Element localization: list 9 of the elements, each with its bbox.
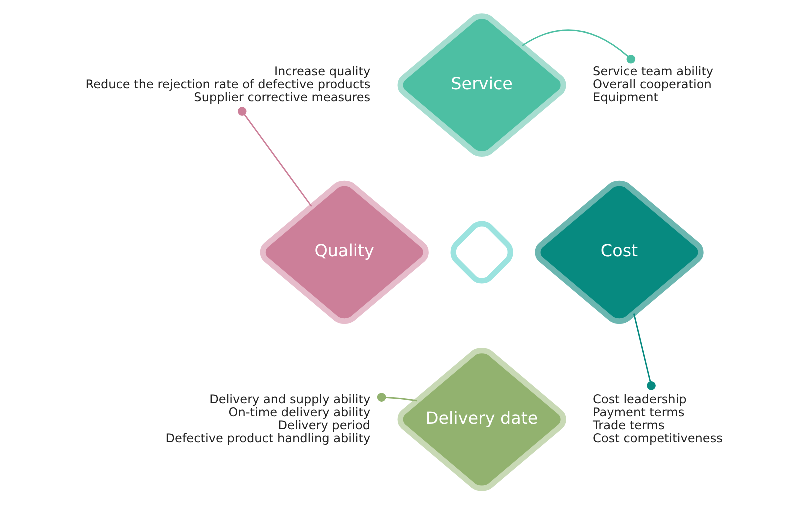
connector [377, 393, 418, 402]
node-diamond [450, 221, 514, 284]
node-text: Delivery and supply ability On-time delivery ability Delivery period Defective product handling ability [166, 392, 371, 446]
connector [522, 30, 636, 64]
node-text: Cost leadership Payment terms Trade terms Cost competitiveness [593, 392, 723, 446]
connector [238, 107, 312, 208]
node-text: Increase quality Reduce the rejection rate of defective products Supplier corrective measures [86, 64, 371, 104]
connector [633, 314, 656, 390]
node-text: Service team ability Overall cooperation Equipment [593, 64, 714, 104]
